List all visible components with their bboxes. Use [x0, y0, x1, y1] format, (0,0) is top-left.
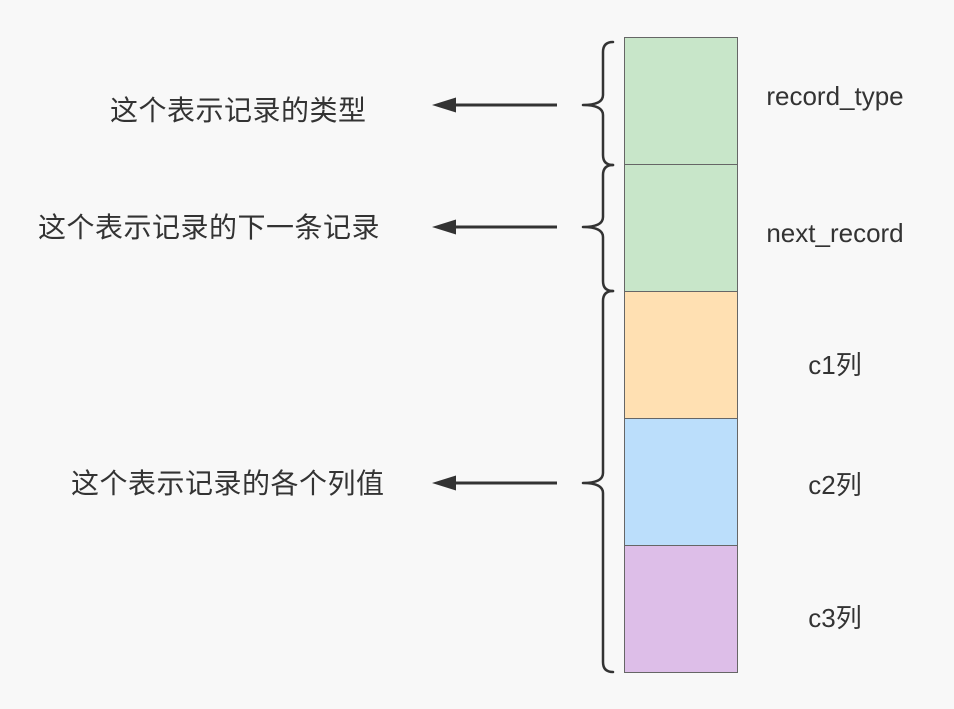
- field-label-c1-column: c1列: [808, 350, 862, 380]
- curly-brace-columns: [581, 289, 615, 674]
- block-c1-column: [624, 291, 738, 419]
- record-block-stack: [624, 37, 738, 673]
- field-label-c2-column: c2列: [808, 470, 862, 500]
- annotation-column-values: 这个表示记录的各个列值: [71, 468, 385, 499]
- curly-brace-record-type: [581, 40, 615, 167]
- field-label-next-record: next_record: [766, 218, 904, 248]
- block-c2-column: [624, 418, 738, 546]
- arrow-left-icon: [432, 475, 557, 491]
- block-next-record: [624, 164, 738, 292]
- annotation-record-type: 这个表示记录的类型: [110, 95, 367, 126]
- field-label-record-type: record_type: [766, 81, 904, 111]
- block-c3-column: [624, 545, 738, 673]
- arrow-left-icon: [432, 97, 557, 113]
- curly-brace-next-record: [581, 163, 615, 293]
- field-label-c3-column: c3列: [808, 603, 862, 633]
- block-record-type: [624, 37, 738, 165]
- arrow-left-icon: [432, 219, 557, 235]
- annotation-next-record: 这个表示记录的下一条记录: [38, 212, 381, 243]
